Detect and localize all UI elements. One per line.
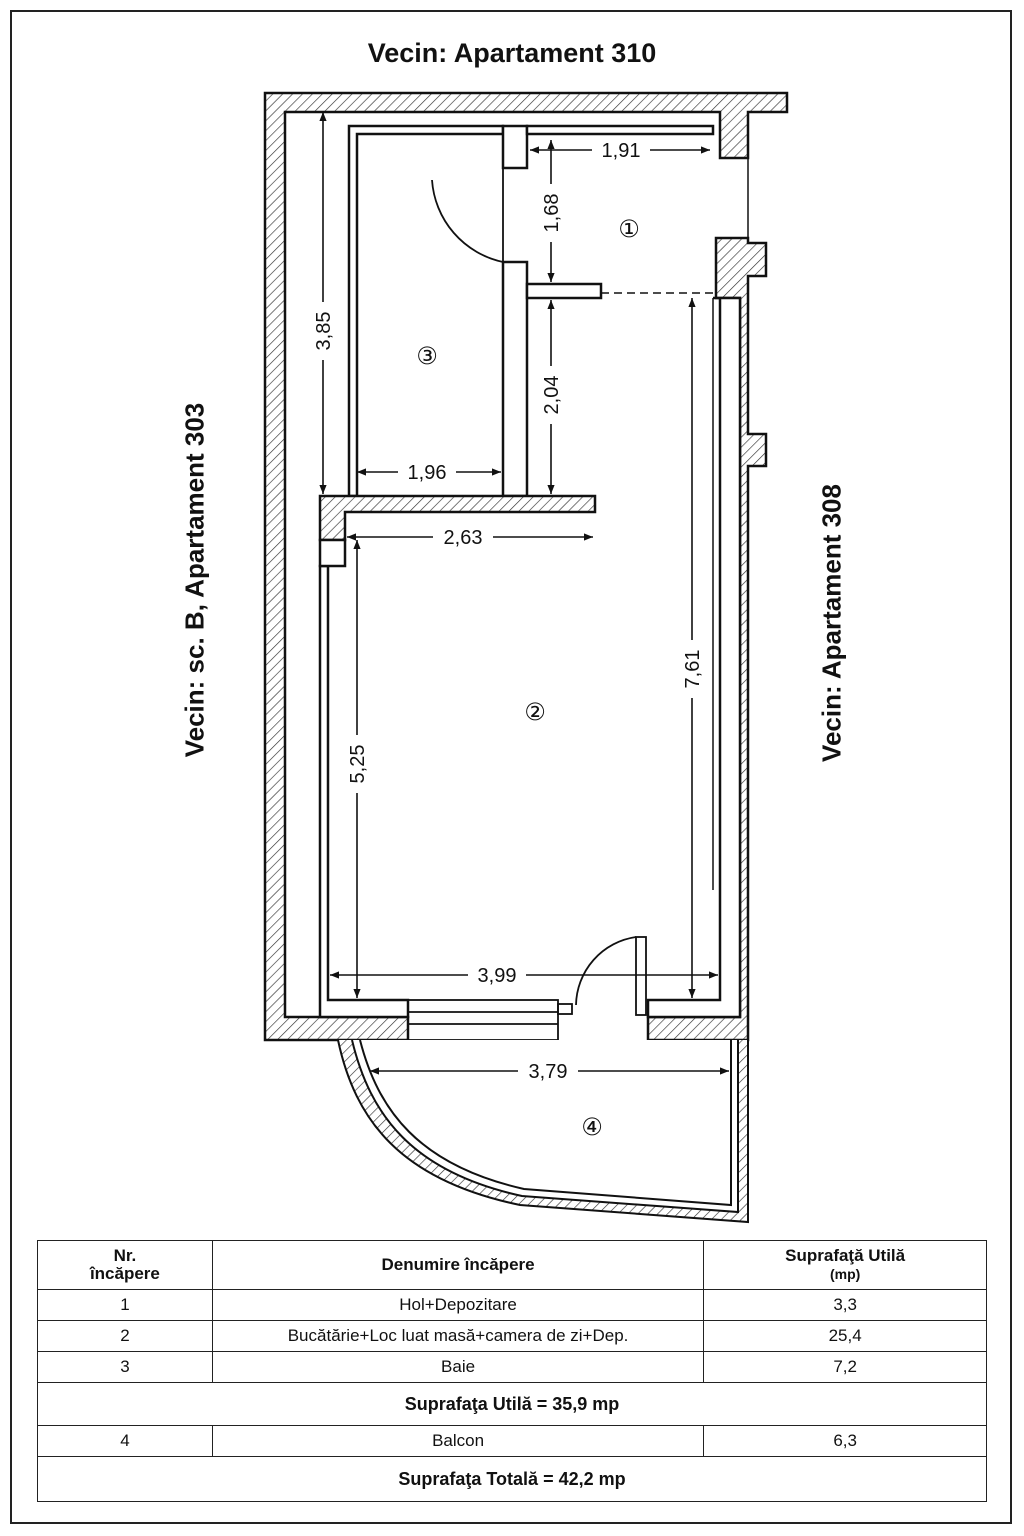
dimension-lines [319,112,729,1075]
cell-name: Hol+Depozitare [211,1289,705,1321]
cell-area: 7,2 [703,1351,987,1383]
table-row: 4 Balcon 6,3 [37,1425,987,1457]
interior-walls [318,124,742,1019]
header-area-line1: Suprafaţă Utilă [785,1246,906,1265]
header-area: Suprafaţă Utilă (mp) [703,1240,987,1290]
cell-nr: 3 [37,1351,213,1383]
entrance-opening [601,158,749,890]
dim-385: 3,85 [313,312,335,351]
table-header: Nr. încăpere Denumire încăpere Suprafaţă… [37,1240,987,1290]
cell-nr: 2 [37,1320,213,1352]
wall-outer-right [646,236,768,1042]
dim-399: 3,99 [478,965,517,987]
dim-761: 7,61 [682,650,704,689]
wall-hall-stub [525,282,603,300]
wall-living-right [646,296,742,1019]
wall-living-left-step [318,538,347,568]
cell-name: Bucătărie+Loc luat masă+camera de zi+Dep… [211,1320,705,1352]
dim-191: 1,91 [602,140,641,162]
neighbor-label-top: Vecin: Apartament 310 [367,38,657,68]
wall-hall-top [525,124,715,136]
header-nr: Nr. încăpere [37,1240,213,1290]
wall-bath-right [501,260,529,498]
wall-bath-top-right [501,124,529,170]
room-number-4: ④ [581,1114,603,1141]
wall-bath-left [347,124,505,498]
cell-name: Balcon [211,1425,705,1457]
header-nr-line2: încăpere [89,1264,160,1283]
table-row: 1 Hol+Depozitare 3,3 [37,1289,987,1321]
cell-name: Baie [211,1351,705,1383]
drawing-frame [10,10,1012,1524]
room-number-2: ② [524,699,546,726]
total-cell: Suprafaţa Totală = 42,2 mp [37,1456,987,1502]
rooms-table: Nr. încăpere Denumire încăpere Suprafaţă… [37,1240,987,1502]
subtotal-cell: Suprafaţa Utilă = 35,9 mp [37,1382,987,1426]
cell-nr: 1 [37,1289,213,1321]
header-name: Denumire încăpere [211,1240,705,1290]
dim-204: 2,04 [541,376,563,415]
window-bottom [407,999,573,1041]
balcony [337,1039,749,1224]
total-row: Suprafaţa Totală = 42,2 mp [37,1456,987,1502]
dim-196: 1,96 [408,462,447,484]
door-bath [431,168,504,263]
room-number-1: ① [618,216,640,243]
header-nr-line1: Nr. [113,1246,137,1265]
cell-area: 3,3 [703,1289,987,1321]
cell-nr: 4 [37,1425,213,1457]
table-row: 3 Baie 7,2 [37,1351,987,1383]
room-number-3: ③ [416,343,438,370]
cell-area: 6,3 [703,1425,987,1457]
dim-263: 2,63 [444,527,483,549]
header-area-unit: (mp) [829,1266,861,1282]
subtotal-row: Suprafaţa Utilă = 35,9 mp [37,1382,987,1426]
table-row: 2 Bucătărie+Loc luat masă+camera de zi+D… [37,1320,987,1352]
door-balcony [575,936,647,1016]
cell-area: 25,4 [703,1320,987,1352]
dim-525: 5,25 [347,745,369,784]
dim-168: 1,68 [541,194,563,233]
dim-379: 3,79 [529,1061,568,1083]
